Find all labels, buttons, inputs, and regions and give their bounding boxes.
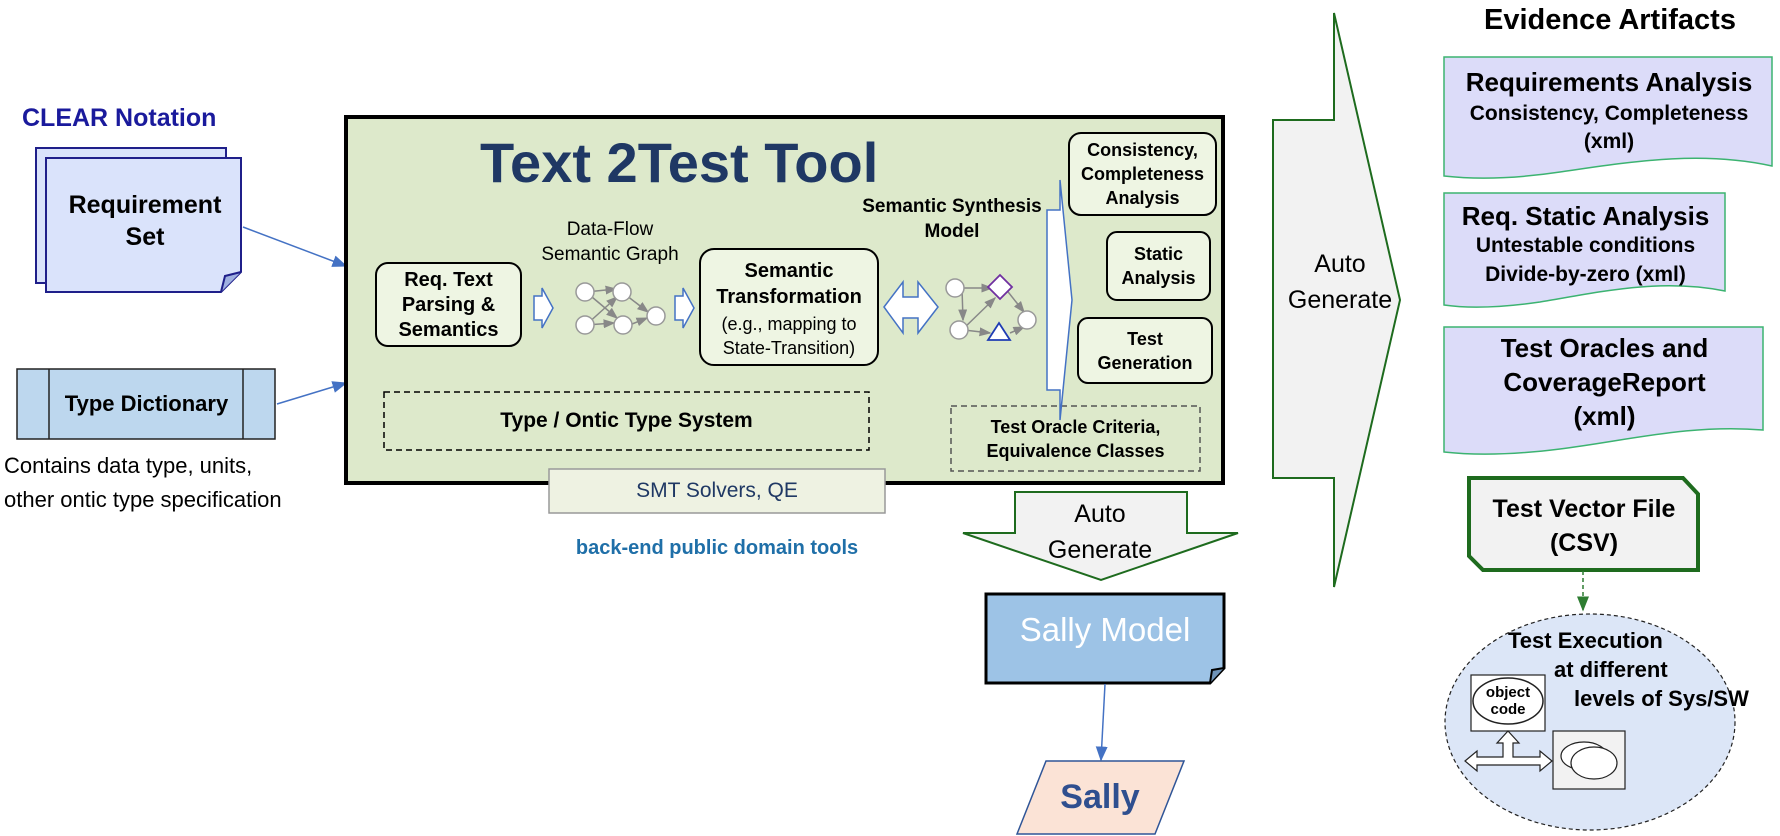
sw-component-ellipse-2 [1570,746,1618,780]
test-generation-label: Test Generation [1097,328,1193,373]
evidence-artifacts-title: Evidence Artifacts [1484,4,1736,36]
fan-out-arrow [1046,179,1073,421]
test-vector-line2: (CSV) [1549,528,1619,557]
requirement-set-label: Requirement Set [68,191,222,251]
type-dictionary-desc-1: Contains data type, units, [4,453,253,478]
tool-title: Text 2Test Tool [480,131,879,194]
oracle-criteria-box [950,405,1201,472]
dataflow-graph-label: Data-Flow Semantic Graph [541,219,679,265]
transformation-title: Semantic Transformation [716,260,862,308]
req-to-tool-arrow [242,226,348,267]
static-analysis-doc [1443,192,1726,308]
static-analysis-title: Req. Static Analysis [1461,200,1710,231]
consistency-label: Consistency, Completeness Analysis [1080,140,1205,208]
oracles-line3: (xml) [1573,400,1636,431]
auto-generate-down-label: Auto Generate [1047,500,1153,564]
bidirectional-arrow [883,279,939,336]
oracles-doc [1443,326,1764,455]
req-analysis-line2: Consistency, Completeness [1469,102,1749,125]
execution-line1: Test Execution [1508,628,1663,653]
auto-generate-right-label: Auto Generate [1287,250,1393,314]
static-analysis-line2: Untestable conditions [1475,234,1696,257]
smt-solvers-box [548,468,886,514]
auto-generate-arrow-down [962,491,1239,582]
auto-generate-arrow-right [1272,12,1402,588]
synthesis-graph-icon [945,273,1037,341]
transformation-box [699,248,879,366]
sally-model-label: Sally Model [1019,611,1191,648]
type-system-box [383,391,870,451]
test-vector-file-doc [1467,476,1700,572]
consistency-box [1068,132,1217,216]
req-analysis-doc [1443,56,1773,179]
parsing-label: Req. Text Parsing & Semantics [398,268,499,341]
req-analysis-title: Requirements Analysis [1465,66,1753,97]
flow-arrow-1 [533,287,554,329]
sally-label: Sally [1060,777,1140,816]
flow-arrow-2 [674,287,695,329]
execution-line2: at different [1554,657,1668,682]
type-dictionary-label: Type Dictionary [64,391,229,416]
backend-tools-note: back-end public domain tools [575,536,859,559]
type-dictionary-box [16,368,276,440]
type-dictionary-desc-2: other ontic type specification [4,487,282,512]
oracles-line2: CoverageReport [1503,366,1706,397]
dict-to-tool-arrow [276,381,348,405]
parsing-box [375,262,522,347]
execution-line3: levels of Sys/SW [1574,686,1749,711]
object-code-ellipse [1472,677,1544,725]
object-code-label: object code [1485,684,1531,718]
static-analysis-line3: Divide-by-zero (xml) [1485,263,1686,286]
oracle-criteria-label: Test Oracle Criteria, Equivalence Classe… [986,416,1165,461]
smt-solvers-label: SMT Solvers, QE [636,479,798,502]
execution-connector-arrows [1464,730,1553,773]
dataflow-graph-icon [575,282,666,335]
test-generation-box [1077,317,1213,384]
req-analysis-line3: (xml) [1583,130,1635,153]
clear-notation-title: CLEAR Notation [22,104,217,132]
sally-model-doc [984,592,1226,685]
test-vector-line1: Test Vector File [1492,494,1676,523]
requirement-set-doc [35,147,242,293]
test-execution-ellipse [1444,613,1736,831]
type-system-label: Type / Ontic Type System [500,409,753,432]
sally-model-to-sally-arrow [1095,683,1108,762]
synthesis-model-label: Semantic Synthesis Model [862,196,1042,242]
transformation-note: (e.g., mapping to State-Transition) [721,314,857,358]
static-analysis-label: Static Analysis [1121,244,1196,288]
oracles-line1: Test Oracles and [1500,332,1709,363]
static-analysis-box [1106,231,1211,301]
sally-shape [1015,760,1186,835]
